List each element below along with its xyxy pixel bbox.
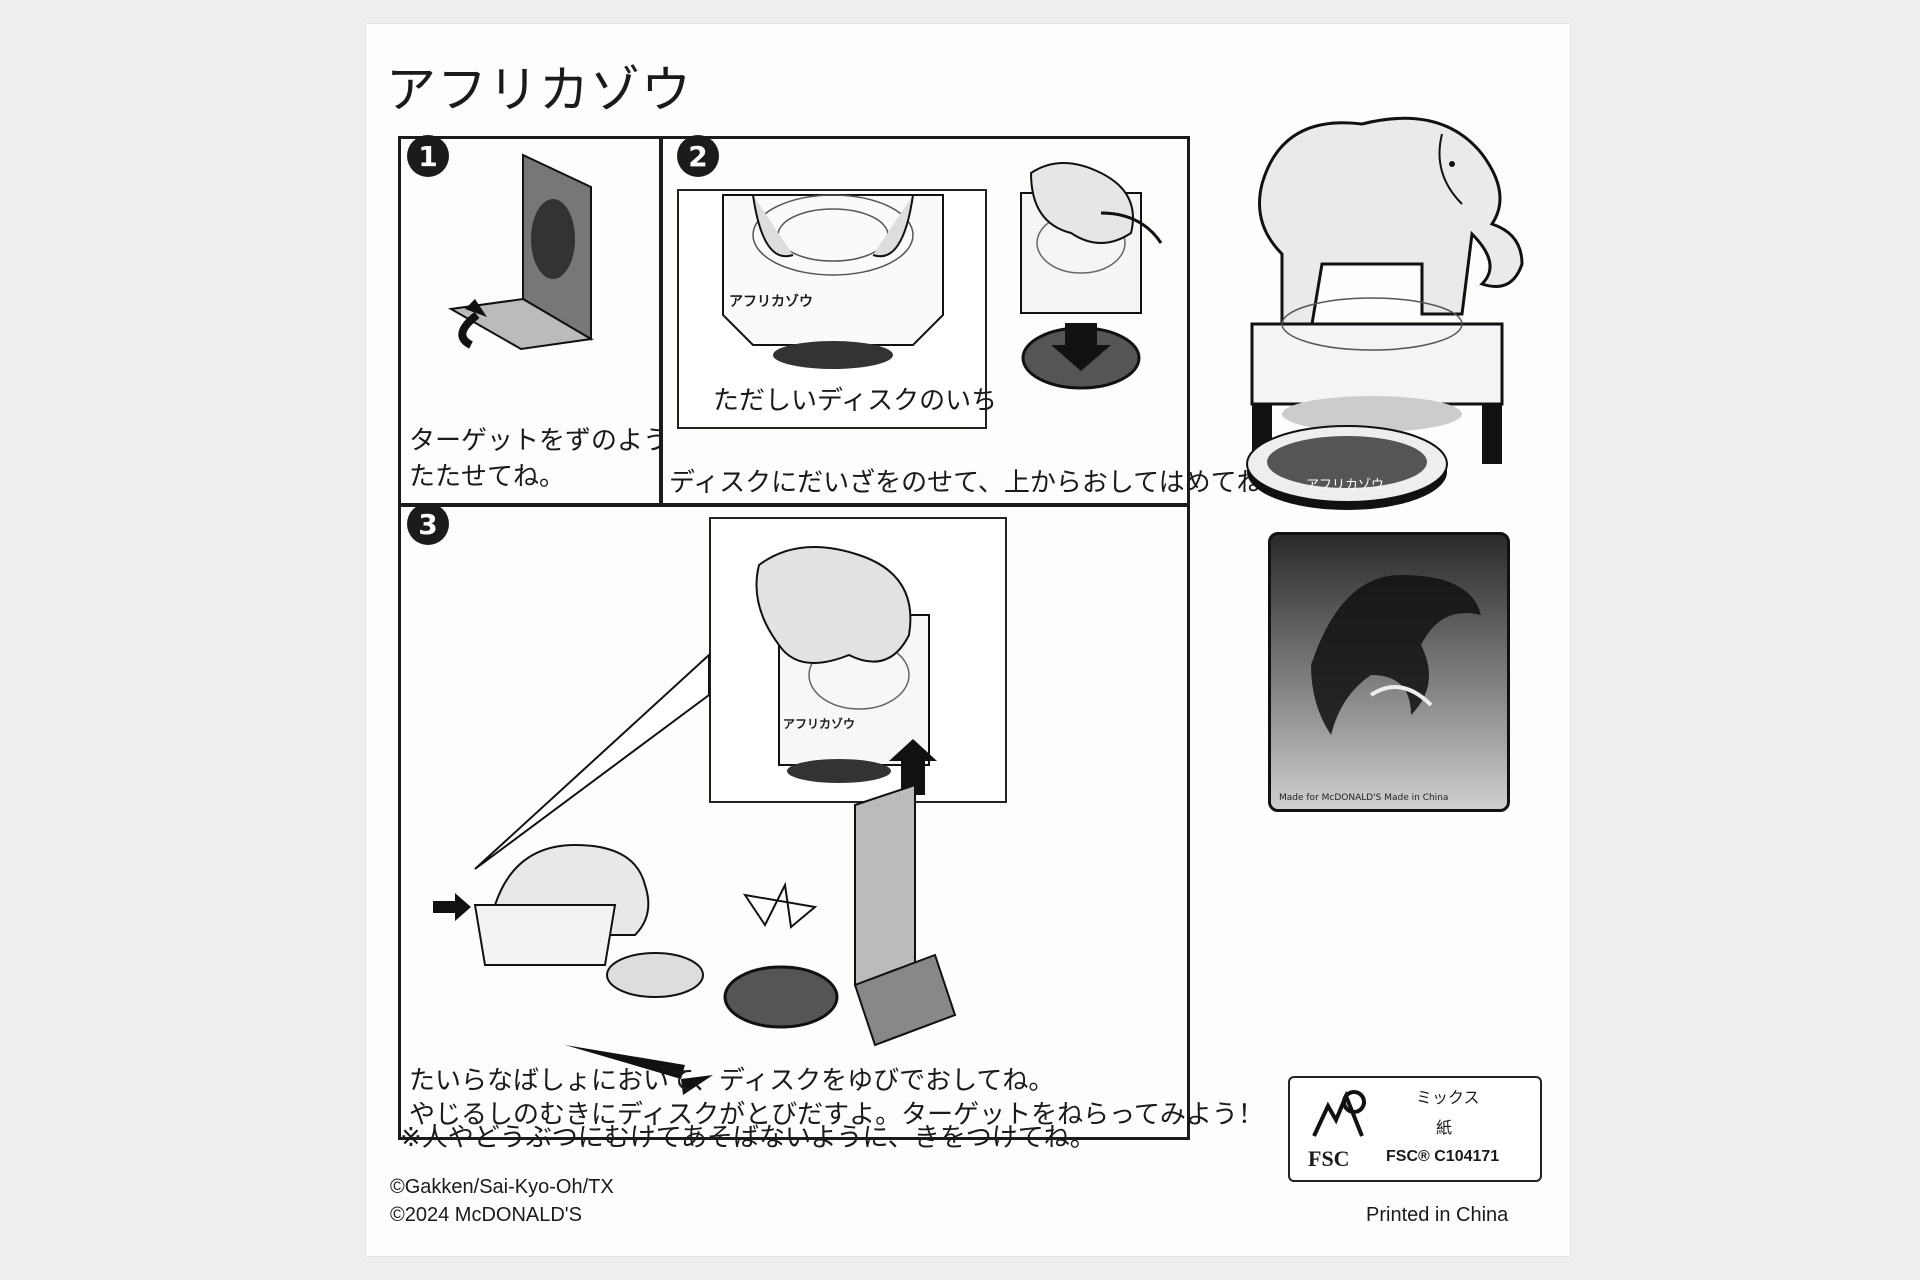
card-made-in: Made for McDONALD'S Made in China: [1279, 793, 1449, 803]
instruction-sheet: アフリカゾウ 1 ターゲットをずのように たたせてね。 2 アフリカゾウ ただし…: [366, 24, 1570, 1256]
fsc-tree-icon: [1312, 1090, 1366, 1137]
fsc-mark: FSC ミックス 紙 FSC® C104171: [1288, 1076, 1542, 1182]
disc-label: アフリカゾウ: [1306, 478, 1385, 493]
disc-illustration: [1246, 425, 1448, 510]
fsc-logo-text: FSC: [1308, 1146, 1350, 1171]
beetle-target-card: Made for McDONALD'S Made in China: [1268, 532, 1510, 812]
fsc-paper-label: 紙: [1436, 1118, 1453, 1137]
copyright-line2: ©2024 McDONALD'S: [390, 1204, 582, 1226]
closeup-base-label: アフリカゾウ: [783, 717, 856, 731]
base-label: アフリカゾウ: [729, 294, 813, 310]
step-1-caption-line1: ターゲットをずのように: [409, 426, 696, 456]
elephant-on-base-illustration: [1250, 116, 1524, 464]
press-disc-illustration: [1020, 162, 1163, 390]
disc-position-frame: アフリカゾウ ただしいディスクのいち: [677, 189, 997, 429]
base-top-illustration: [722, 194, 944, 369]
disc-position-caption: ただしいディスクのいち: [713, 386, 998, 416]
step-3-caption-line1: たいらなばしょにおいて、ディスクをゆびでおしてね。: [409, 1066, 1055, 1096]
step-3-number: 3: [407, 503, 449, 545]
printed-in-china: Printed in China: [1366, 1204, 1509, 1226]
page-title: アフリカゾウ: [386, 61, 692, 119]
step-1-caption-line2: たたせてね。: [409, 462, 566, 492]
step-2-number: 2: [677, 135, 719, 177]
step-2-caption: ディスクにだいざをのせて、上からおしてはめてね。: [669, 468, 1289, 498]
fsc-code: FSC® C104171: [1386, 1148, 1500, 1165]
copyright-line1: ©Gakken/Sai-Kyo-Oh/TX: [390, 1176, 614, 1198]
launch-scene-illustration: [433, 652, 957, 1095]
beetle-illustration: [1311, 575, 1481, 735]
push-disc-closeup-frame: アフリカゾウ: [709, 517, 1007, 803]
safety-warning: ※人やどうぶつにむけてあそばないように、きをつけてね。: [400, 1123, 1096, 1153]
step-3-caption-line2: やじるしのむきにディスクがとびだすよ。ターゲットをねらってみよう！: [409, 1100, 1264, 1130]
fsc-mix-label: ミックス: [1416, 1088, 1480, 1107]
push-disc-closeup-illustration: [755, 546, 937, 795]
step-1-number: 1: [407, 135, 449, 177]
step-1-panel: 1 ターゲットをずのように たたせてね。: [398, 135, 695, 506]
step-2-panel: 2 アフリカゾウ ただしいディスクのいち ディスクにだいざをのせて、上からおして…: [660, 135, 1289, 506]
step-3-panel: 3 アフリカゾウ たいらなばしょにおいて、ディスクをゆびでおしてね。 やじ: [398, 503, 1264, 1140]
target-standup-illustration: [447, 153, 594, 351]
